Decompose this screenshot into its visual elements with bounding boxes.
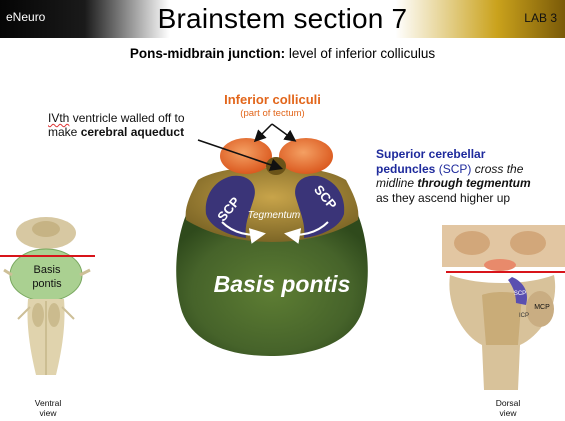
tegmentum-label: Tegmentum [248,210,300,221]
subtitle-bold: Pons-midbrain junction: [129,46,286,61]
ventral-basis-label-1: Basis [34,264,61,276]
dorsal-caption-2: view [499,408,517,418]
dorsal-caption: Dorsal view [478,398,538,418]
scp-left-region [205,175,255,238]
colliculi-arrow-right [271,123,297,142]
dorsal-view-figure: SCP ICP MCP [442,225,565,390]
page-title: Brainstem section 7 [157,3,408,34]
scp-note: Superior cerebellar peduncles (SCP) cros… [376,147,551,205]
ventricle-line2-plain: make [48,125,81,139]
scp-note-bolditalic: through tegmentum [417,176,531,190]
scp-note-bold1: Superior cerebellar [376,147,486,161]
slide-subtitle: Pons-midbrain junction: level of inferio… [0,46,565,61]
dorsal-mcp-region [526,291,554,327]
inferior-colliculi-title: Inferior colliculi [224,92,321,107]
ventral-view-figure: Basis pontis [0,217,95,375]
header-bar: eNeuro Brainstem section 7 LAB 3 [0,0,565,38]
brand-label: eNeuro [6,10,46,24]
ventral-caption-2: view [39,408,57,418]
dorsal-scp-region [508,277,528,305]
scp-arrow-left [221,221,266,244]
colliculi-arrow-left [253,123,273,143]
lab-label: LAB 3 [524,11,557,25]
ventricle-note: IVth ventricle walled off to make cerebr… [48,111,208,139]
ventricle-line1-rest: ventricle walled off to [69,111,185,125]
dorsal-icp-label: ICP [519,313,529,319]
subtitle-rest: level of inferior colliculus [285,46,436,61]
dorsal-mcp-label: MCP [534,304,550,311]
scp-note-plain: as they ascend higher up [376,190,511,205]
basis-pontis-region [176,215,368,356]
basis-pontis-label: Basis pontis [214,271,351,297]
ventral-basis-label-2: pontis [32,278,62,290]
ventricle-line2-bold: cerebral aqueduct [80,125,185,139]
dorsal-caption-1: Dorsal [495,398,521,408]
ventricle-word-ivth: IVth [48,111,70,125]
scp-right-region [295,175,345,238]
ventral-caption: Ventral view [18,398,78,418]
scp-note-italic1: cross the [471,161,524,176]
ventral-caption-1: Ventral [34,398,62,408]
scp-note-bold2: peduncles [376,161,436,176]
ventricle-arrow [197,139,284,171]
scp-note-italic2: midline [376,176,418,190]
inferior-colliculi-subtitle: (part of tectum) [240,108,305,119]
dorsal-scp-label: SCP [514,291,526,297]
scp-note-paren: (SCP) [435,161,472,176]
scp-arrow-right [284,221,329,244]
inferior-colliculus-right [279,138,333,174]
